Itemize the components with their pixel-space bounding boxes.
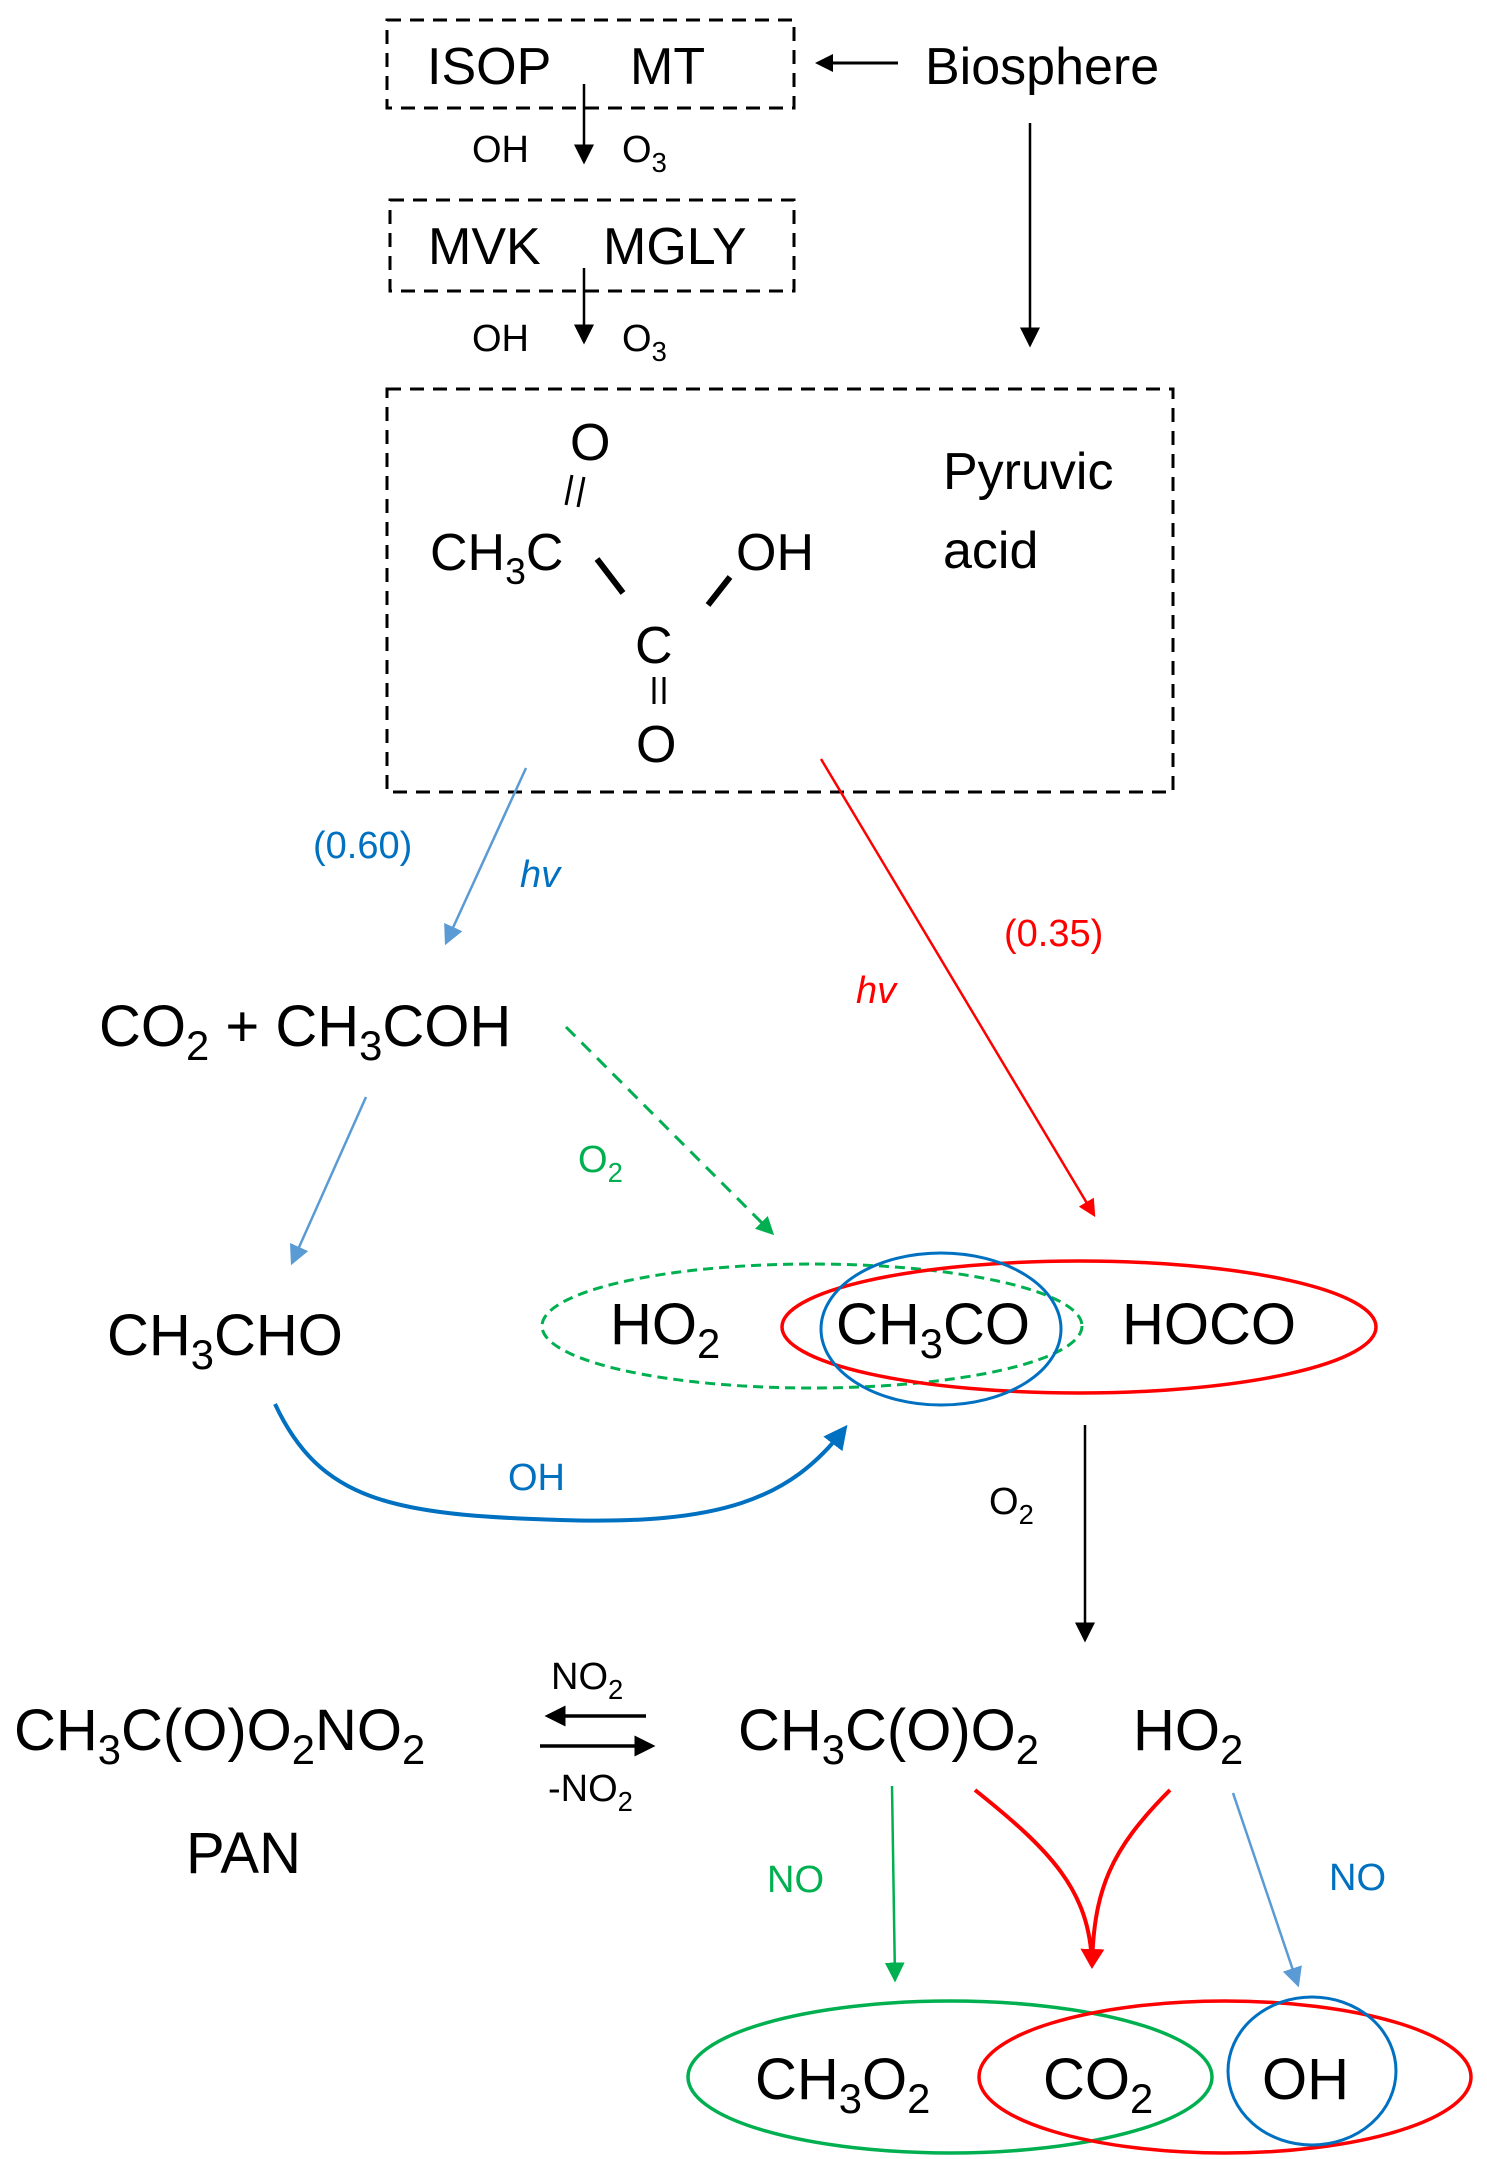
pyruvic-ch3c: CH3C (430, 524, 563, 592)
pyruvic-o-top: O (570, 414, 610, 472)
co2-formation-arrow-red (973, 1788, 1172, 1965)
hoco-product: HOCO (1122, 1292, 1296, 1357)
no-blue-label: NO (1329, 1857, 1386, 1899)
oh-reaction-label: OH (508, 1457, 565, 1499)
o2-dashed-arrow-green (564, 1025, 775, 1236)
no2-loss-label: -NO2 (548, 1768, 633, 1817)
oxidant-o3-2: O3 (622, 318, 667, 367)
blue-channel-hv: hv (520, 854, 562, 896)
oxidant-o3-1: O3 (622, 129, 667, 178)
co2-plus-ch3coh: CO2 + CH3COH (99, 994, 511, 1069)
photolysis-arrow-blue (444, 767, 528, 946)
precursor-box-1 (385, 18, 796, 110)
double-bond-top-a (564, 474, 574, 506)
single-bond-right (705, 575, 733, 607)
blue-final-circle (1226, 1995, 1398, 2147)
single-bond-left (594, 557, 626, 595)
no-green-label: NO (767, 1859, 824, 1901)
pyruvic-acid-box (385, 387, 1175, 794)
no-reaction-arrow-green (884, 1785, 905, 1983)
pyruvic-label-line2: acid (943, 522, 1038, 580)
pyruvic-label-line1: Pyruvic (943, 443, 1113, 501)
no-reaction-arrow-blue (1231, 1792, 1302, 1988)
green-dashed-group-ellipse (540, 1262, 1084, 1390)
ho2-product: HO2 (610, 1292, 720, 1367)
mt-label: MT (630, 38, 705, 96)
double-bond-top-b (576, 476, 586, 508)
tautomerization-arrow (289, 1096, 368, 1266)
ch3co-product: CH3CO (836, 1292, 1030, 1367)
oh-product: OH (1262, 2047, 1349, 2112)
ch3o2-product: CH3O2 (755, 2047, 930, 2122)
isop-label: ISOP (427, 38, 551, 96)
pyruvic-oh: OH (736, 524, 814, 582)
co2-product: CO2 (1043, 2047, 1153, 2122)
peroxyacetyl-radical: CH3C(O)O2 (738, 1698, 1039, 1773)
blue-group-circle (819, 1251, 1063, 1407)
mgly-label: MGLY (603, 218, 747, 276)
pyruvic-o-bottom: O (636, 716, 676, 774)
precursor-box-2 (388, 198, 796, 293)
mvk-label: MVK (428, 218, 541, 276)
pan-formula: CH3C(O)O2NO2 (14, 1698, 425, 1773)
red-group-ellipse (780, 1259, 1378, 1395)
pyruvic-c-mid: C (635, 617, 673, 675)
oxidant-oh-1: OH (472, 129, 529, 171)
pan-label: PAN (186, 1821, 301, 1886)
biosphere-label: Biosphere (925, 38, 1159, 96)
red-final-ellipse (977, 1999, 1473, 2155)
oxidant-oh-2: OH (472, 318, 529, 360)
blue-channel-yield: (0.60) (313, 825, 412, 867)
red-channel-yield: (0.35) (1004, 913, 1103, 955)
green-final-ellipse (686, 1999, 1214, 2155)
photolysis-arrow-red (819, 758, 1096, 1218)
o2-black-label: O2 (989, 1481, 1034, 1530)
red-channel-hv: hv (856, 970, 898, 1012)
ch3cho-label: CH3CHO (107, 1303, 343, 1378)
oh-reaction-curved-arrow (273, 1403, 848, 1523)
o2-green-label: O2 (578, 1139, 623, 1188)
no2-addition-label: NO2 (551, 1656, 623, 1705)
ho2-radical: HO2 (1133, 1698, 1243, 1773)
